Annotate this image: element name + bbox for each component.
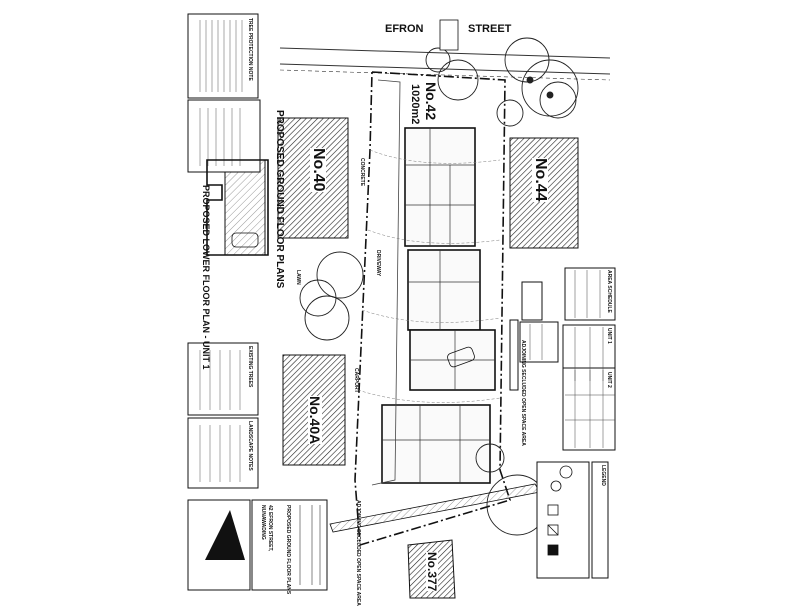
title-block-address-2: NUNAWADING [260,505,266,540]
existing-trees-note-title: EXISTING TREES [247,346,253,388]
lower-floor-plan [206,159,269,256]
ground-floor-plan-title: PROPOSED GROUND FLOOR PLANS [274,110,285,289]
driveway-label: DRIVEWAY [375,250,381,277]
lot-boundary [354,71,512,547]
lower-floor-hatch [224,159,266,256]
area-schedule-title: AREA SCHEDULE [606,270,612,313]
note-text-lines [199,20,243,482]
contours [357,149,501,403]
title-block-address-1: 42 EFRON STREET, [267,505,273,552]
street-name-part2: STREET [468,23,512,35]
tree-icon [299,37,579,536]
lot-number-no40: No.40 [310,148,327,192]
landscape-note-title: LANDSCAPE NOTES [247,421,253,471]
schedule-tables [509,267,616,579]
lot-number-no44: No.44 [532,158,549,202]
street-edge [279,47,611,81]
lawn-label: LAWN [295,270,301,285]
open-space-label: ADJOINING SECLUDED OPEN SPACE AREA [520,340,526,446]
title-block-lines [299,505,321,585]
company-logo [205,510,245,560]
title-block-drawing-name: PROPOSED GROUND FLOOR PLANS [285,505,291,595]
lot-number-no377: No.377 [425,552,439,592]
unit2-table-title: UNIT 2 [606,372,612,388]
driveway [371,79,401,486]
table-grid-lines [529,270,615,448]
open-space-label-2: ADJOINING SECLUDED OPEN SPACE AREA [355,500,361,606]
tree-protection-note-title: TREE PROTECTION NOTE [247,18,253,81]
lot-number-subject: No.42 [423,82,439,121]
concrete-label: CONCRETE [359,158,365,187]
car-icon [231,232,475,368]
internal-walls [382,128,495,483]
street-name-part1: EFRON [385,23,424,35]
lower-floor-plan-title: PROPOSED LOWER FLOOR PLAN - UNIT 1 [201,185,211,370]
legend-symbols [547,465,573,556]
street-label-box [439,19,459,51]
crossover-strip [329,483,541,533]
lot-area-subject: 1020m2 [409,84,421,125]
unit1-table-title: UNIT 1 [606,328,612,344]
lot-number-no40a: No.40A [307,396,323,445]
legend-title: LEGEND [600,465,606,486]
carport-label: CARPORT [353,368,359,393]
